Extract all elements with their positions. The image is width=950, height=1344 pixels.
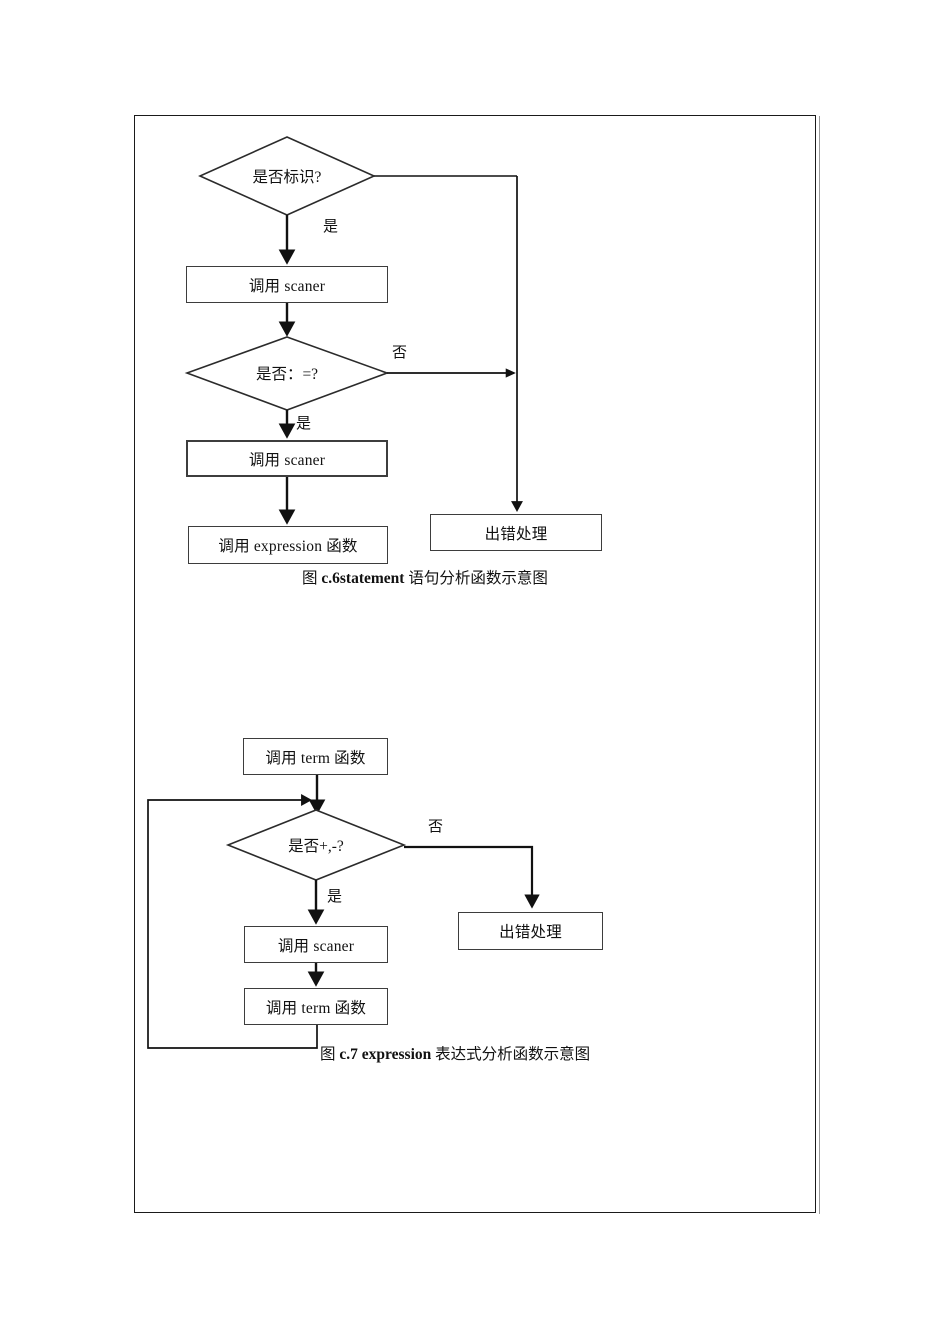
caption-figure-number: c.6statement <box>321 570 405 587</box>
decision-is-plus-minus: 是否+,-? <box>288 838 344 855</box>
process-error-handling: 出错处理 <box>430 514 602 551</box>
edge-label-no-1: 否 <box>392 345 408 361</box>
edge-label-yes-3: 是 <box>327 889 343 905</box>
process-call-scaner-3: 调用 scaner <box>244 926 388 963</box>
edge-label-yes-2: 是 <box>296 416 312 432</box>
process-call-scaner-1: 调用 scaner <box>186 266 388 303</box>
edge-label-yes-1: 是 <box>323 219 339 235</box>
decision-is-assign: 是否：=? <box>255 366 319 383</box>
process-call-term-2: 调用 term 函数 <box>244 988 388 1025</box>
edge-label-no-2: 否 <box>428 819 444 835</box>
process-call-expression: 调用 expression 函数 <box>188 526 388 564</box>
figure-caption-c6: 图 c.6statement 语句分析函数示意图 <box>302 566 548 588</box>
caption-prefix: 图 <box>302 570 322 587</box>
process-error-handling-2: 出错处理 <box>458 912 603 950</box>
decision-is-identifier: 是否标识? <box>252 169 322 186</box>
page-border-shadow <box>819 116 820 1214</box>
caption-figure-number-2: c.7 expression <box>339 1046 432 1063</box>
process-call-term-1: 调用 term 函数 <box>243 738 388 775</box>
caption-prefix-2: 图 <box>320 1046 340 1063</box>
figure-caption-c7: 图 c.7 expression 表达式分析函数示意图 <box>320 1042 590 1064</box>
process-call-scaner-2: 调用 scaner <box>186 440 388 477</box>
caption-suffix-2: 表达式分析函数示意图 <box>431 1046 591 1063</box>
caption-suffix: 语句分析函数示意图 <box>404 570 548 587</box>
